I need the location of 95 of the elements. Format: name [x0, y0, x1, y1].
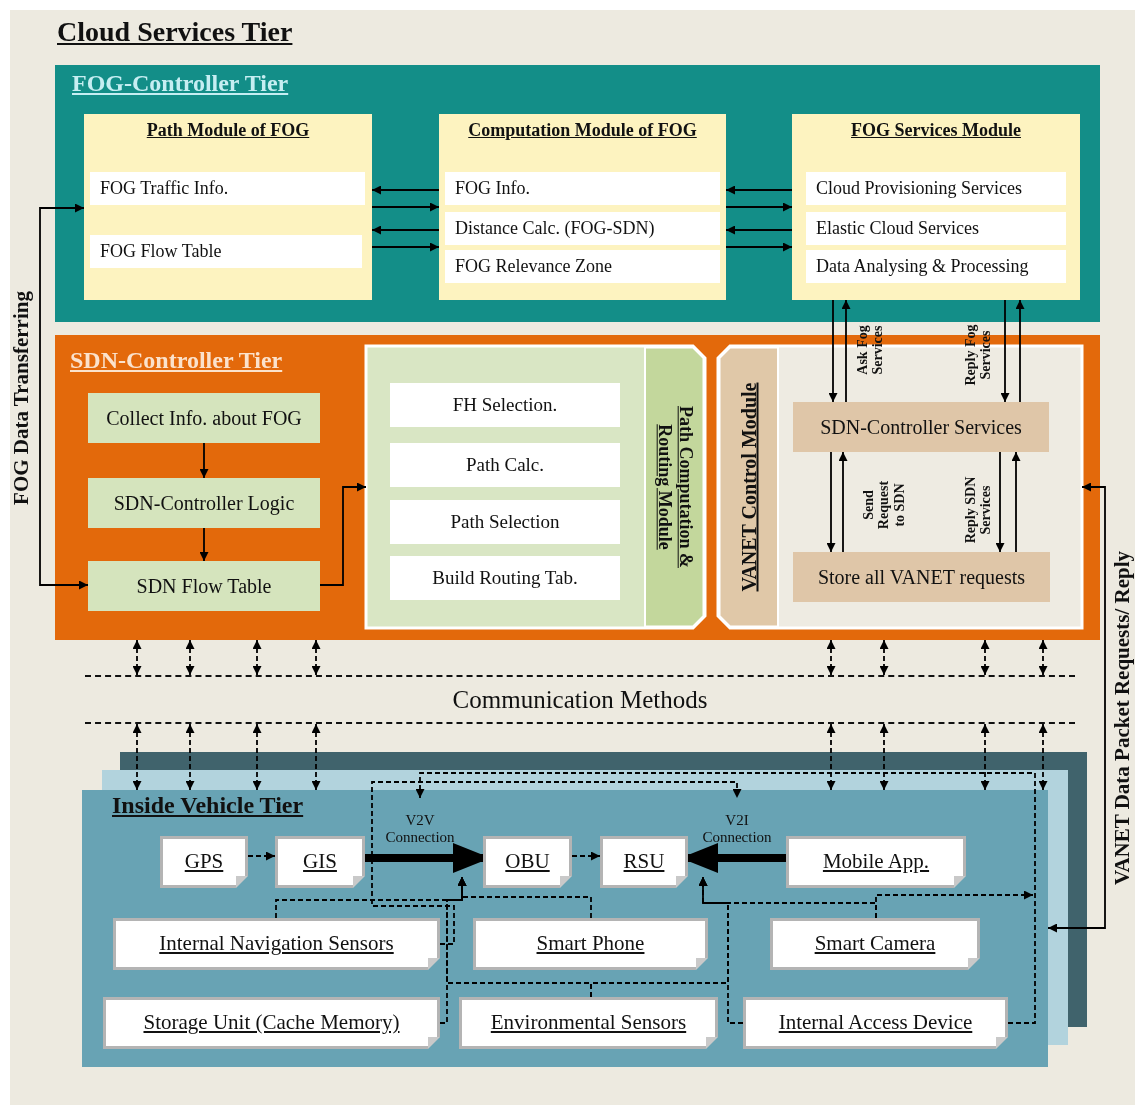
- dashed-arrow: [252, 639, 262, 676]
- process-box: Collect Info. about FOG: [88, 393, 320, 443]
- process-box: SDN-Controller Logic: [88, 478, 320, 528]
- list-row: FOG Relevance Zone: [445, 250, 720, 283]
- dashed-arrow: [1038, 723, 1048, 791]
- component-box: GIS: [275, 836, 365, 888]
- arrow: [371, 185, 440, 195]
- module-panel: [792, 114, 1080, 300]
- component-box: RSU: [600, 836, 688, 888]
- module-panel: [366, 346, 705, 628]
- module-panel: [84, 114, 372, 300]
- component-box: Mobile App.: [786, 836, 966, 888]
- arrow: [1011, 451, 1021, 553]
- dashed-arrow: [415, 772, 1036, 1024]
- arrow: [1015, 299, 1025, 403]
- arrow: [39, 203, 89, 590]
- dashed-arrow: [980, 639, 990, 676]
- list-row: FOG Traffic Info.: [90, 172, 365, 205]
- dashed-arrow: [132, 639, 142, 676]
- dashed-arrow: [879, 723, 889, 791]
- process-box: SDN-Controller Services: [793, 402, 1049, 452]
- tier-background: [10, 10, 1135, 1105]
- arrow: [1047, 482, 1106, 933]
- panel-heading: Computation Module of FOG: [468, 120, 697, 141]
- panel-heading: Path Computation & Routing Module: [654, 405, 696, 570]
- tier-panel: [82, 790, 1048, 1067]
- panel-heading: Path Module of FOG: [146, 120, 310, 141]
- process-box: Path Calc.: [390, 443, 620, 487]
- module-panel: [439, 114, 726, 300]
- panel-heading: Cloud Services Tier: [57, 16, 293, 49]
- edge-label: Reply SDN Services: [962, 475, 994, 546]
- arrow: [1000, 299, 1010, 403]
- list-row: Elastic Cloud Services: [806, 212, 1066, 245]
- arrow: [371, 242, 440, 252]
- arrow: [371, 225, 440, 235]
- arrow: [319, 482, 367, 586]
- process-box: Build Routing Tab.: [390, 556, 620, 600]
- list-row: FOG Info.: [445, 172, 720, 205]
- edge-label: Send Request to SDN: [860, 479, 908, 532]
- dashed-arrow: [132, 723, 142, 791]
- arrow: [725, 242, 793, 252]
- tier-panel: [55, 65, 1100, 322]
- arrow: [199, 442, 209, 479]
- panel-heading: VANET Control Module: [737, 382, 761, 592]
- edge-label: V2V Connection: [384, 811, 456, 845]
- list-row: Distance Calc. (FOG-SDN): [445, 212, 720, 245]
- component-box: Smart Camera: [770, 918, 980, 970]
- arrow: [828, 299, 838, 403]
- panel-heading: Inside Vehicle Tier: [112, 792, 304, 820]
- dashed-arrow: [879, 639, 889, 676]
- dashed-arrow: [826, 639, 836, 676]
- component-box: Storage Unit (Cache Memory): [103, 997, 440, 1049]
- component-box: Internal Access Device: [743, 997, 1008, 1049]
- dashed-arrow: [571, 851, 601, 861]
- process-box: Path Selection: [390, 500, 620, 544]
- dashed-arrow: [875, 890, 1034, 919]
- component-box: Environmental Sensors: [459, 997, 718, 1049]
- process-box: FH Selection.: [390, 383, 620, 427]
- edge-label: VANET Data Packet Requests/ Reply: [1111, 550, 1135, 886]
- component-box: OBU: [483, 836, 572, 888]
- dashed-arrow: [185, 723, 195, 791]
- arrow: [725, 185, 793, 195]
- dashed-arrow: [311, 639, 321, 676]
- dashed-arrow: [185, 639, 195, 676]
- panel-heading: FOG Services Module: [851, 120, 1021, 141]
- arrow: [725, 202, 793, 212]
- component-box: Smart Phone: [473, 918, 708, 970]
- component-box: GPS: [160, 836, 248, 888]
- arrow: [995, 451, 1005, 553]
- edge-label: FOG Data Transferring: [10, 291, 34, 505]
- process-box: SDN Flow Table: [88, 561, 320, 611]
- arrow: [838, 451, 848, 553]
- dashed-arrow: [311, 723, 321, 791]
- panel-heading: SDN-Controller Tier: [70, 347, 283, 375]
- component-box: Internal Navigation Sensors: [113, 918, 440, 970]
- panel-heading: FOG-Controller Tier: [72, 70, 289, 98]
- dashed-arrow: [1038, 639, 1048, 676]
- edge-label: V2I Connection: [701, 811, 773, 845]
- arrow: [371, 202, 440, 212]
- arrow: [826, 451, 836, 553]
- dashed-arrow: [371, 781, 742, 945]
- list-row: FOG Flow Table: [90, 235, 362, 268]
- edge-label: Ask Fog Services: [854, 324, 886, 377]
- dashed-arrow: [980, 723, 990, 791]
- dashed-arrow: [826, 723, 836, 791]
- list-row: Cloud Provisioning Services: [806, 172, 1066, 205]
- arrow: [725, 225, 793, 235]
- arrow: [841, 299, 851, 403]
- edge-label: Reply Fog Services: [962, 323, 994, 388]
- communication-band: Communication Methods: [85, 675, 1075, 724]
- dashed-arrow: [247, 851, 276, 861]
- list-row: Data Analysing & Processing: [806, 250, 1066, 283]
- dashed-arrow: [252, 723, 262, 791]
- arrow: [199, 527, 209, 562]
- process-box: Store all VANET requests: [793, 552, 1050, 602]
